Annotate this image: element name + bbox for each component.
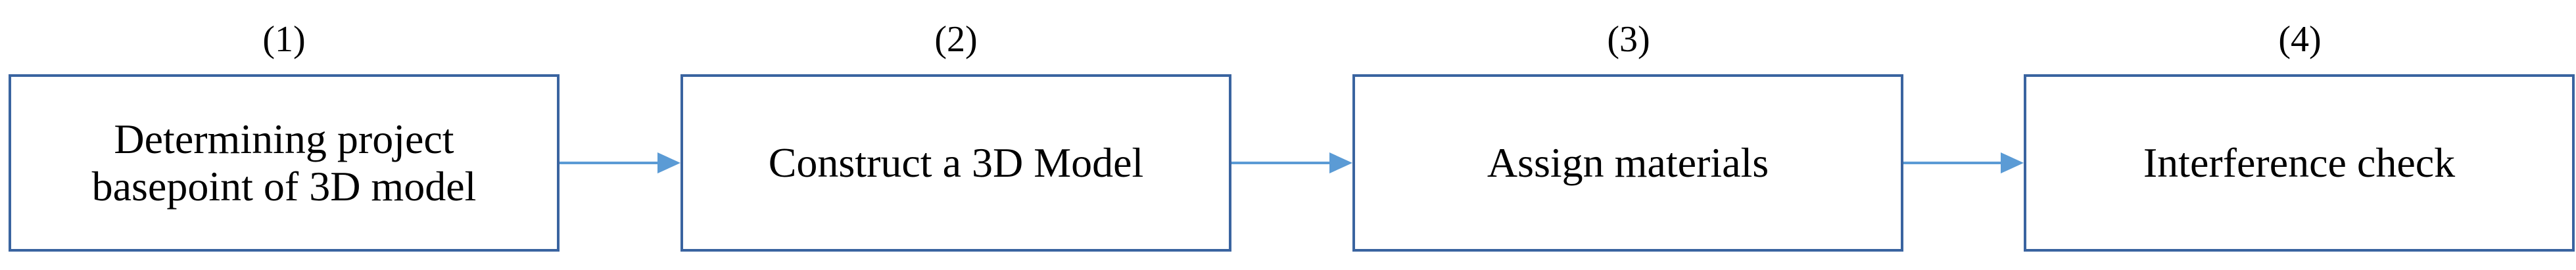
step-3-box: Assign materials: [1352, 74, 1903, 252]
step-3-label: Assign materials: [1487, 139, 1769, 187]
step-1-number: (1): [262, 19, 306, 60]
step-3-number: (3): [1607, 19, 1650, 60]
step-2-box: Construct a 3D Model: [680, 74, 1231, 252]
step-4-box: Interference check: [2024, 74, 2575, 252]
step-1-box: Determining project basepoint of 3D mode…: [9, 74, 560, 252]
step-2-label: Construct a 3D Model: [768, 139, 1144, 187]
step-4-label: Interference check: [2143, 139, 2456, 187]
step-2-number: (2): [934, 19, 978, 60]
arrow-step-2-to-3: [1231, 152, 1352, 173]
arrow-step-1-to-2: [560, 152, 680, 173]
step-1-label: Determining project basepoint of 3D mode…: [91, 116, 477, 210]
step-4-number: (4): [2278, 19, 2322, 60]
arrow-step-3-to-4: [1903, 152, 2024, 173]
